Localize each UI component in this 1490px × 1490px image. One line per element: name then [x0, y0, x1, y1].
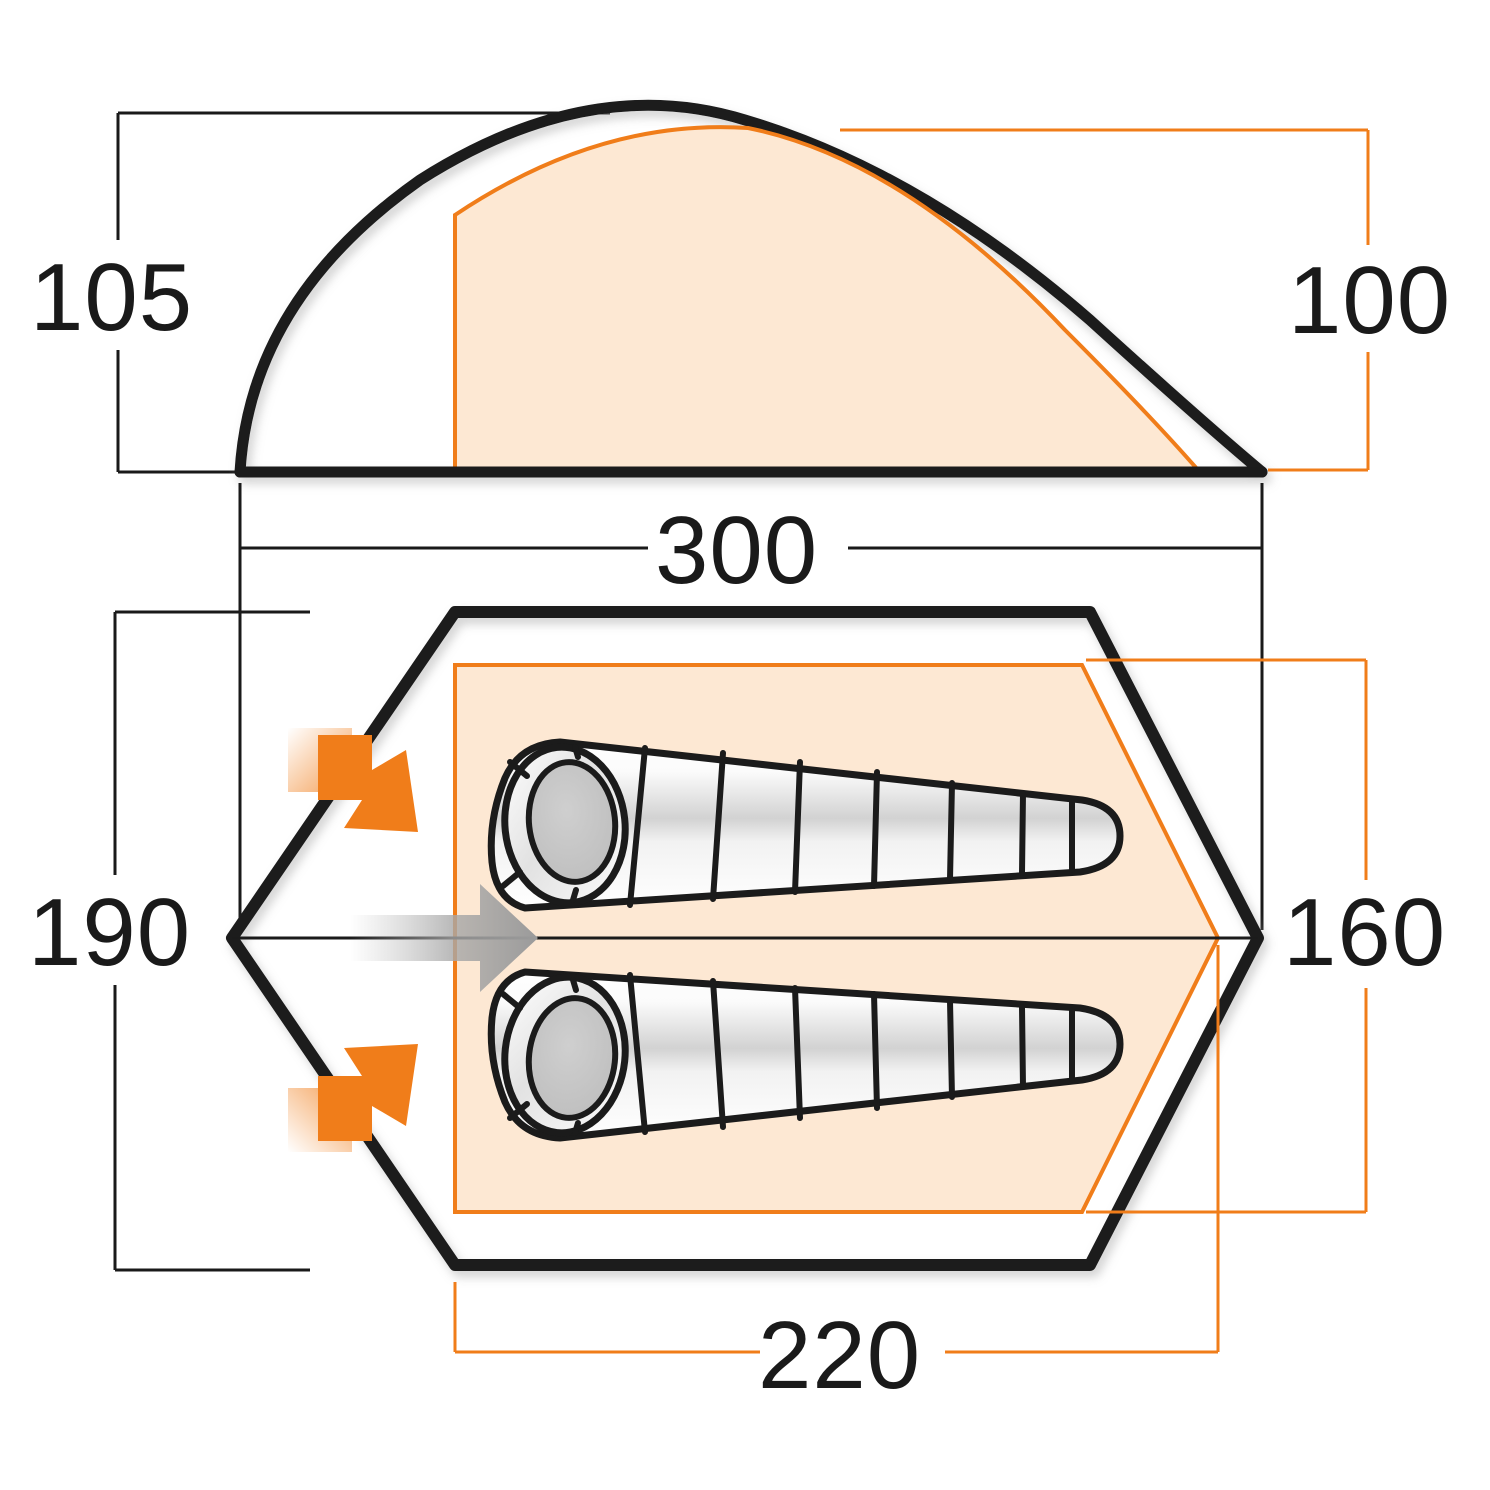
bag-lower-cord-1 [507, 1101, 530, 1121]
inner-tent-elevation-fill [455, 127, 1198, 470]
inner-tent-elevation-outline [453, 125, 1200, 472]
bag-lower-opening [525, 995, 619, 1121]
dim-220-label: 220 [758, 1302, 921, 1409]
entry-arrow-lower [288, 1044, 418, 1152]
dimension-depth-inner: 160 [1086, 658, 1446, 1214]
bag-upper-cord-2 [500, 869, 523, 889]
dimension-height-inner: 100 [840, 128, 1451, 472]
bag-lower-cord-4 [570, 977, 579, 993]
entry-arrow-lower-head [318, 1044, 418, 1141]
dimension-height-outer: 105 [30, 111, 610, 474]
entry-arrow-center [350, 884, 538, 992]
dim-300-label: 300 [655, 497, 818, 604]
entry-arrow-upper [288, 728, 418, 832]
sleeping-bag-upper [487, 738, 1124, 912]
bag-upper-seam-5 [947, 780, 955, 882]
bag-lower-cord-3 [572, 1120, 581, 1136]
bag-lower-seam-2 [710, 978, 726, 1130]
bag-lower-seam-3 [792, 985, 803, 1121]
bag-lower-seam-4 [871, 991, 880, 1111]
dimension-depth-outer: 190 [28, 610, 310, 1272]
bag-upper-cord-3 [572, 744, 581, 760]
elevation-view: 105 100 300 [30, 99, 1451, 604]
bag-upper-cord-1 [507, 759, 530, 779]
sleeping-bag-lower [487, 968, 1124, 1142]
dim-190-label: 190 [28, 879, 191, 986]
inner-floor-outline [453, 663, 1221, 1214]
flysheet-elevation-outline [234, 99, 1268, 478]
entry-arrow-center-shape [350, 884, 538, 992]
dim-105-label: 105 [30, 244, 193, 351]
bag-upper-seam-1 [627, 745, 648, 908]
bag-upper-seam-3 [792, 759, 803, 895]
dim-160-label: 160 [1283, 879, 1446, 986]
dimension-width-outer: 300 [238, 483, 1264, 604]
dimension-width-inner: 220 [453, 945, 1220, 1409]
bag-upper-opening [525, 759, 619, 885]
bag-lower-cord-2 [500, 991, 523, 1011]
bag-lower-seam-1 [627, 972, 648, 1135]
bag-lower-seam-6 [1019, 1004, 1026, 1090]
bag-lower-body [487, 968, 1124, 1142]
floorplan-view: 190 [28, 600, 1446, 1409]
bag-upper-cord-4 [570, 887, 579, 903]
bag-upper-body [487, 738, 1124, 912]
bag-upper-seam-6 [1019, 790, 1026, 876]
bag-upper-seam-4 [871, 769, 880, 889]
dim-100-label: 100 [1288, 247, 1451, 354]
bag-lower-seam-5 [947, 998, 955, 1100]
entry-arrow-upper-head [318, 735, 418, 832]
bag-upper-seam-2 [710, 750, 726, 902]
